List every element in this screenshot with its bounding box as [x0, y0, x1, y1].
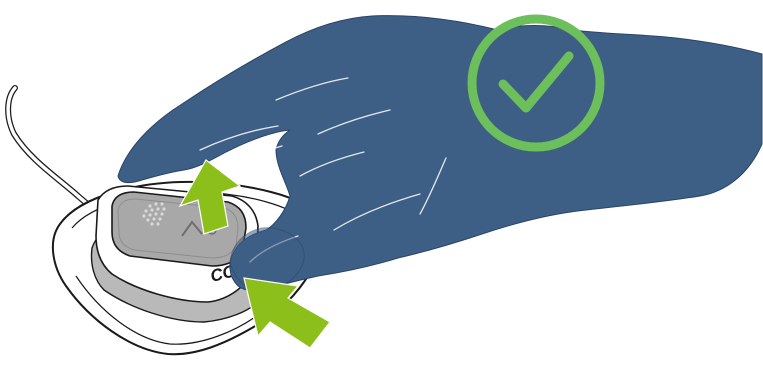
arrow-press-icon — [244, 278, 330, 348]
usb-cable — [8, 88, 92, 208]
